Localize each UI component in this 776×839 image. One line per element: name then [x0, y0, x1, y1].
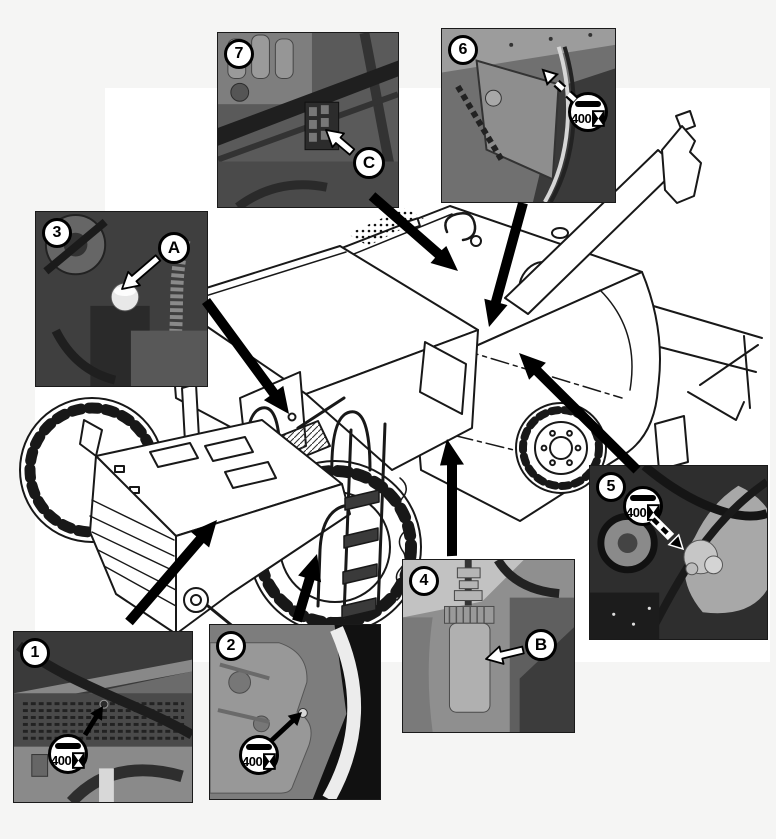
inset-number-badge: 4	[409, 566, 439, 596]
photo-drive-bearing	[590, 466, 767, 639]
inset-photo-3: 3 A	[35, 211, 208, 387]
inset-number-badge: 7	[224, 39, 254, 69]
hourglass-icon	[647, 504, 660, 521]
inset-number-badge: 3	[42, 218, 72, 248]
ladder	[316, 422, 387, 619]
detail-label-C: C	[353, 147, 385, 179]
hourglass-icon	[263, 753, 276, 770]
mud-flap	[654, 415, 689, 471]
grease-bar-glyph	[575, 101, 601, 107]
inset-photo-4: 4 B	[402, 559, 575, 733]
unloading-auger	[504, 110, 702, 315]
inset-photo-5: 5 400	[589, 465, 768, 640]
inset-photo-1: 1 400	[13, 631, 193, 803]
rear-frame	[649, 304, 763, 421]
service-interval-400h-icon: 400	[623, 486, 663, 526]
service-interval-400h-icon: 400	[48, 734, 88, 774]
grease-bar-glyph	[630, 495, 656, 501]
inset-photo-6: 6 400	[441, 28, 616, 203]
inset-number-badge: 2	[216, 631, 246, 661]
inset-number-badge: 1	[20, 638, 50, 668]
photo-grille-grease-point	[14, 632, 192, 802]
grease-point-cab	[287, 412, 297, 422]
inset-number-badge: 5	[596, 472, 626, 502]
detail-label-A: A	[158, 232, 190, 264]
service-interval-400h-icon: 400	[568, 92, 608, 132]
inset-photo-7: 7 C	[217, 32, 399, 208]
inset-number-badge: 6	[448, 35, 478, 65]
hourglass-icon	[72, 752, 85, 769]
auger-spout	[661, 125, 702, 204]
sketch-edge	[395, 477, 409, 601]
inset-photo-2: 2 400	[209, 624, 381, 800]
detail-label-B: B	[525, 629, 557, 661]
hourglass-icon	[592, 110, 605, 127]
service-interval-400h-icon: 400	[239, 735, 279, 775]
grease-bar-glyph	[246, 744, 272, 750]
grease-bar-glyph	[55, 743, 81, 749]
